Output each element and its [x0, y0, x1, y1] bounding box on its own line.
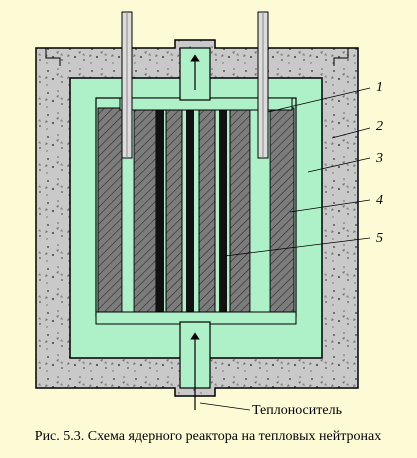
coolant-label: Теплоноситель — [252, 403, 342, 418]
leader-5 — [224, 237, 371, 257]
coolant-leader — [199, 402, 251, 411]
shield-top-step-right — [333, 48, 349, 66]
fuel-block-5 — [229, 107, 251, 313]
callout-3: 3 — [375, 151, 383, 166]
callout-1: 1 — [376, 80, 383, 95]
callout-5: 5 — [376, 231, 383, 246]
fuel-block-3 — [165, 107, 183, 313]
leader-2 — [331, 127, 371, 139]
fuel-block-2 — [133, 107, 157, 313]
leader-3 — [307, 157, 371, 173]
leader-1 — [267, 87, 371, 113]
fuel-block-1 — [97, 107, 123, 313]
callout-2: 2 — [376, 119, 383, 134]
shield-top-step — [45, 48, 61, 66]
callout-4: 4 — [376, 193, 383, 208]
fuel-block-6 — [269, 107, 295, 313]
control-rod-1 — [156, 108, 164, 312]
figure-caption: Рис. 5.3. Схема ядерного реактора на теп… — [35, 429, 381, 444]
control-rod-2 — [186, 108, 194, 312]
fuel-block-4 — [198, 107, 216, 313]
control-rod-3 — [219, 108, 227, 312]
leader-4 — [289, 199, 371, 213]
